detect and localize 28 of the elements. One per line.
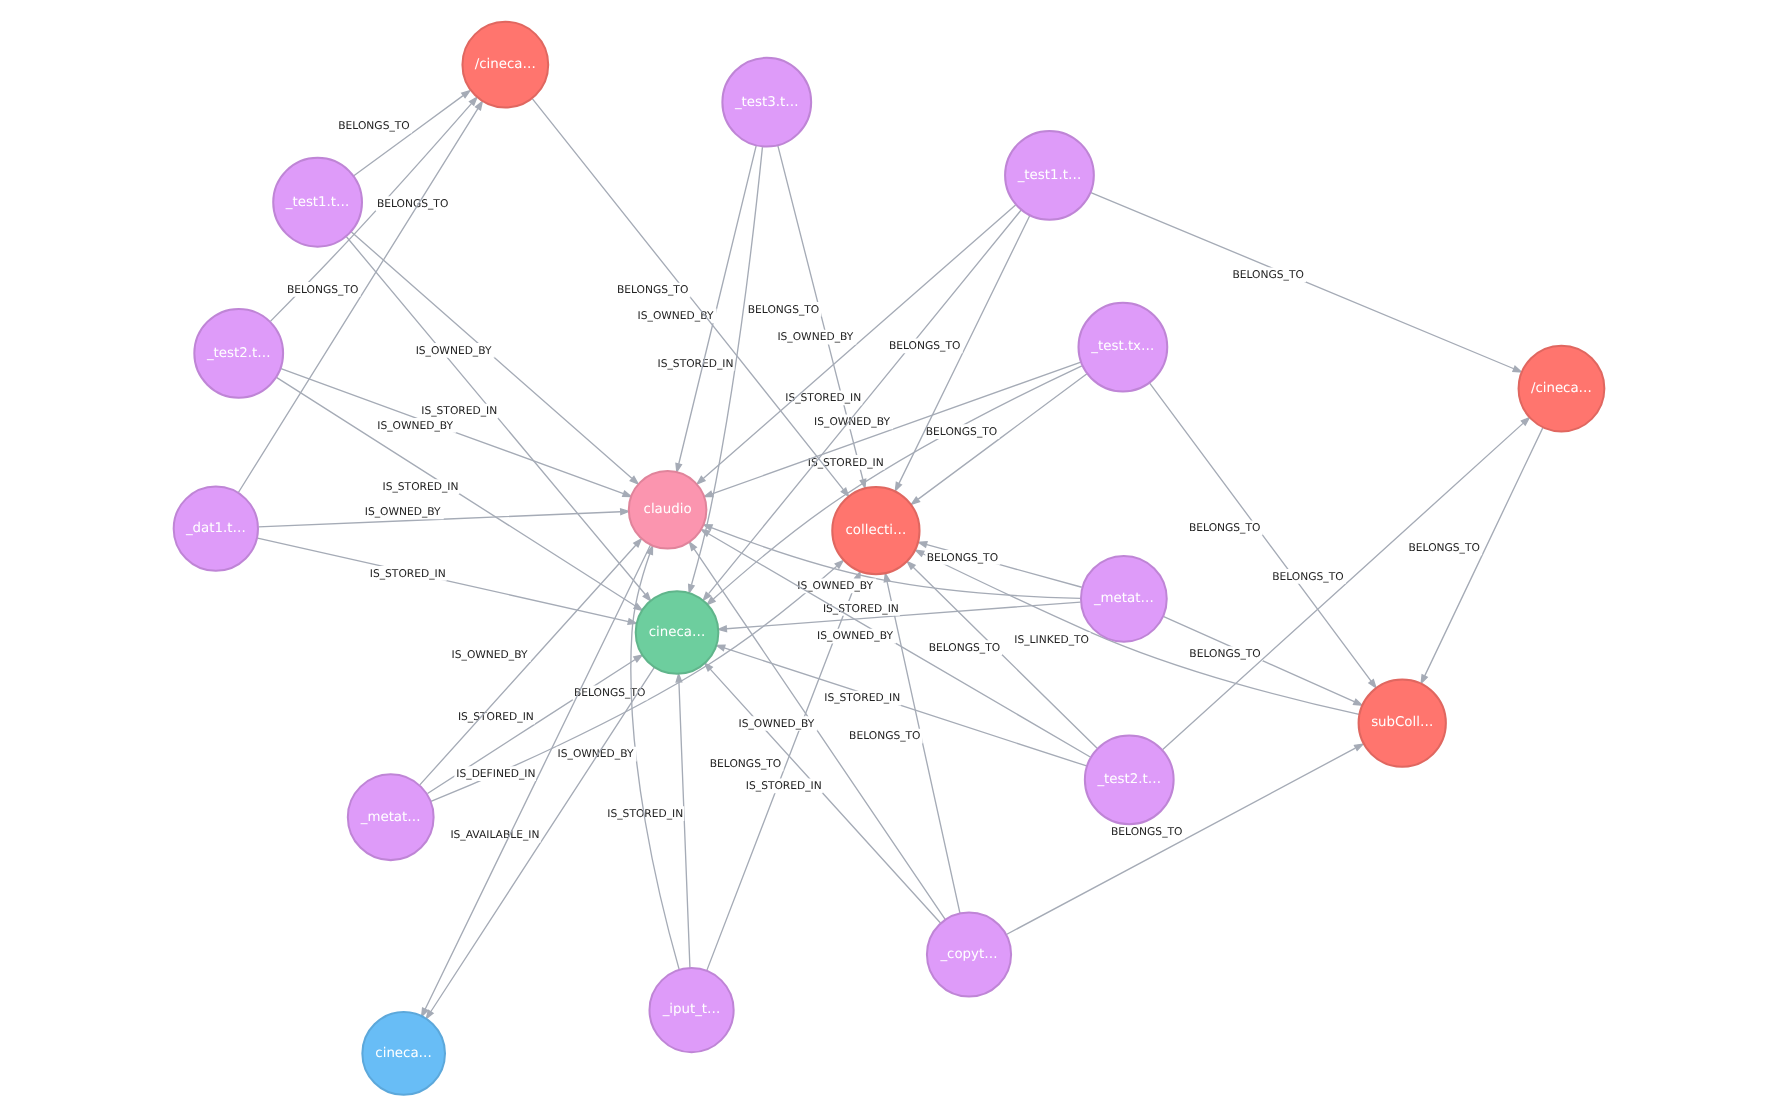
arrow: [1004, 743, 1364, 936]
arrow: [1162, 615, 1363, 706]
arrow: [256, 508, 630, 528]
arrow: [429, 559, 844, 803]
arrow: [530, 97, 849, 498]
arrow: [674, 671, 690, 969]
arrow: [701, 361, 1081, 498]
arrow: [686, 146, 763, 595]
arrow: [908, 373, 1087, 506]
arrow: [255, 537, 638, 626]
arrow: [418, 537, 642, 786]
arrow: [702, 661, 941, 924]
arrow: [701, 209, 1021, 602]
arrow: [268, 95, 478, 323]
arrow: [1089, 191, 1523, 373]
arrow: [687, 540, 945, 921]
arrow: [893, 215, 1030, 493]
arrow: [424, 666, 655, 1021]
arrow: [1160, 416, 1530, 751]
arrow: [349, 231, 639, 486]
arrow: [352, 89, 471, 177]
arrow: [713, 644, 1087, 767]
arrow: [674, 145, 756, 474]
arrow: [1419, 426, 1543, 686]
arrow: [904, 560, 1097, 749]
arrow: [694, 204, 1016, 486]
arrow: [274, 376, 643, 612]
arrow: [1148, 382, 1377, 690]
